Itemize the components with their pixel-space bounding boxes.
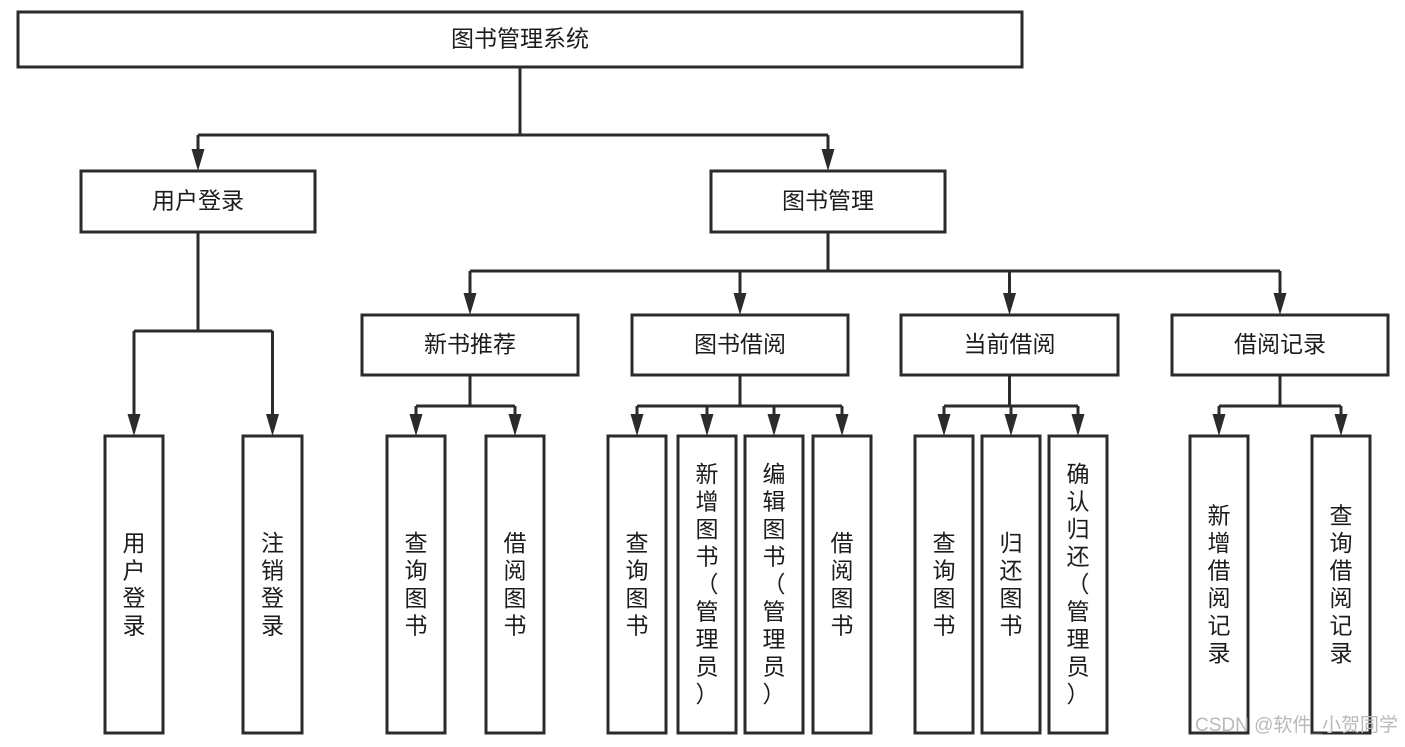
- node-box[interactable]: [811, 434, 873, 735]
- edge-arrowhead-icon: [630, 414, 644, 436]
- node-box[interactable]: [980, 434, 1042, 735]
- edge-arrowhead-icon: [767, 414, 781, 436]
- node-label: 图书管理: [782, 188, 874, 214]
- node-box[interactable]: [743, 434, 805, 735]
- edge-arrowhead-icon: [700, 414, 714, 436]
- node-label: 新增借阅记录: [1208, 502, 1231, 666]
- node-leaf-new-query[interactable]: 查询图书: [385, 434, 447, 735]
- edge-arrowhead-icon: [937, 414, 951, 436]
- node-label: 编辑图书（管理员）: [763, 461, 786, 707]
- node-box[interactable]: [385, 434, 447, 735]
- node-box[interactable]: [79, 169, 317, 234]
- node-current[interactable]: 当前借阅: [899, 313, 1120, 377]
- node-box[interactable]: [913, 434, 975, 735]
- node-label: 借阅图书: [504, 530, 527, 639]
- edge-arrowhead-icon: [821, 149, 835, 171]
- edge-arrowhead-icon: [266, 414, 279, 436]
- edge-arrowhead-icon: [127, 414, 141, 436]
- node-label: 注销登录: [261, 530, 284, 639]
- node-leaf-b-borrow[interactable]: 借阅图书: [811, 434, 873, 735]
- csdn-watermark: CSDN @软件_小贺同学: [1195, 714, 1398, 736]
- edge-arrowhead-icon: [1334, 414, 1348, 436]
- node-leaf-r-add[interactable]: 新增借阅记录: [1188, 434, 1250, 735]
- node-label: 查询图书: [626, 530, 649, 639]
- node-box[interactable]: [1170, 313, 1390, 377]
- node-box[interactable]: [676, 434, 738, 735]
- node-label: 用户登录: [152, 188, 244, 214]
- edge-arrowhead-icon: [463, 293, 477, 315]
- node-newbook[interactable]: 新书推荐: [360, 313, 580, 377]
- node-leaf-b-query[interactable]: 查询图书: [606, 434, 668, 735]
- edge-group-borrow: [630, 375, 849, 436]
- edge-arrowhead-icon: [1004, 414, 1018, 436]
- node-root[interactable]: 图书管理系统: [16, 10, 1024, 69]
- node-box[interactable]: [16, 10, 1024, 69]
- node-label: 当前借阅: [964, 331, 1056, 357]
- edge-arrowhead-icon: [1071, 414, 1085, 436]
- edge-group-login: [127, 232, 279, 436]
- node-box[interactable]: [899, 313, 1120, 377]
- node-leaf-b-add[interactable]: 新增图书（管理员）: [676, 434, 738, 735]
- node-leaf-c-query[interactable]: 查询图书: [913, 434, 975, 735]
- node-box[interactable]: [1310, 434, 1372, 735]
- edge-group-newbook: [409, 375, 522, 436]
- edge-group-bookmgmt: [463, 232, 1287, 315]
- edge-arrowhead-icon: [1273, 293, 1287, 315]
- nodes-layer: 图书管理系统用户登录图书管理新书推荐图书借阅当前借阅借阅记录用户登录注销登录查询…: [16, 10, 1390, 735]
- edge-arrowhead-icon: [1212, 414, 1226, 436]
- node-bookmgmt[interactable]: 图书管理: [709, 169, 947, 234]
- node-label: 确认归还（管理员）: [1067, 461, 1090, 707]
- node-box[interactable]: [1047, 434, 1109, 735]
- edge-group-records: [1212, 375, 1348, 436]
- node-label: 查询借阅记录: [1330, 502, 1353, 666]
- node-leaf-user-logout[interactable]: 注销登录: [241, 434, 304, 735]
- node-box[interactable]: [484, 434, 546, 735]
- edge-arrowhead-icon: [1003, 293, 1016, 315]
- node-box[interactable]: [360, 313, 580, 377]
- node-login[interactable]: 用户登录: [79, 169, 317, 234]
- node-box[interactable]: [103, 434, 165, 735]
- node-box[interactable]: [241, 434, 304, 735]
- node-label: 查询图书: [933, 530, 956, 639]
- node-leaf-c-return[interactable]: 归还图书: [980, 434, 1042, 735]
- edge-arrowhead-icon: [733, 293, 747, 315]
- edge-group-root: [191, 67, 835, 171]
- node-box[interactable]: [630, 313, 850, 377]
- node-label: 用户登录: [123, 530, 146, 639]
- node-leaf-new-borrow[interactable]: 借阅图书: [484, 434, 546, 735]
- node-records[interactable]: 借阅记录: [1170, 313, 1390, 377]
- node-label: 新书推荐: [424, 331, 516, 357]
- node-label: 查询图书: [405, 530, 428, 639]
- node-leaf-c-confirm[interactable]: 确认归还（管理员）: [1047, 434, 1109, 735]
- node-leaf-r-query[interactable]: 查询借阅记录: [1310, 434, 1372, 735]
- node-label: 借阅记录: [1234, 331, 1326, 357]
- edge-group-current: [937, 375, 1085, 436]
- node-box[interactable]: [1188, 434, 1250, 735]
- edge-arrowhead-icon: [508, 414, 522, 436]
- edge-arrowhead-icon: [409, 414, 423, 436]
- node-borrow[interactable]: 图书借阅: [630, 313, 850, 377]
- node-label: 新增图书（管理员）: [696, 461, 719, 707]
- node-label: 图书借阅: [694, 331, 786, 357]
- node-leaf-user-login[interactable]: 用户登录: [103, 434, 165, 735]
- node-box[interactable]: [709, 169, 947, 234]
- edge-arrowhead-icon: [835, 414, 849, 436]
- edge-arrowhead-icon: [191, 149, 205, 171]
- node-label: 图书管理系统: [451, 26, 589, 52]
- node-label: 借阅图书: [831, 530, 854, 639]
- node-leaf-b-edit[interactable]: 编辑图书（管理员）: [743, 434, 805, 735]
- edges-layer: [127, 67, 1348, 436]
- node-label: 归还图书: [1000, 530, 1023, 639]
- node-box[interactable]: [606, 434, 668, 735]
